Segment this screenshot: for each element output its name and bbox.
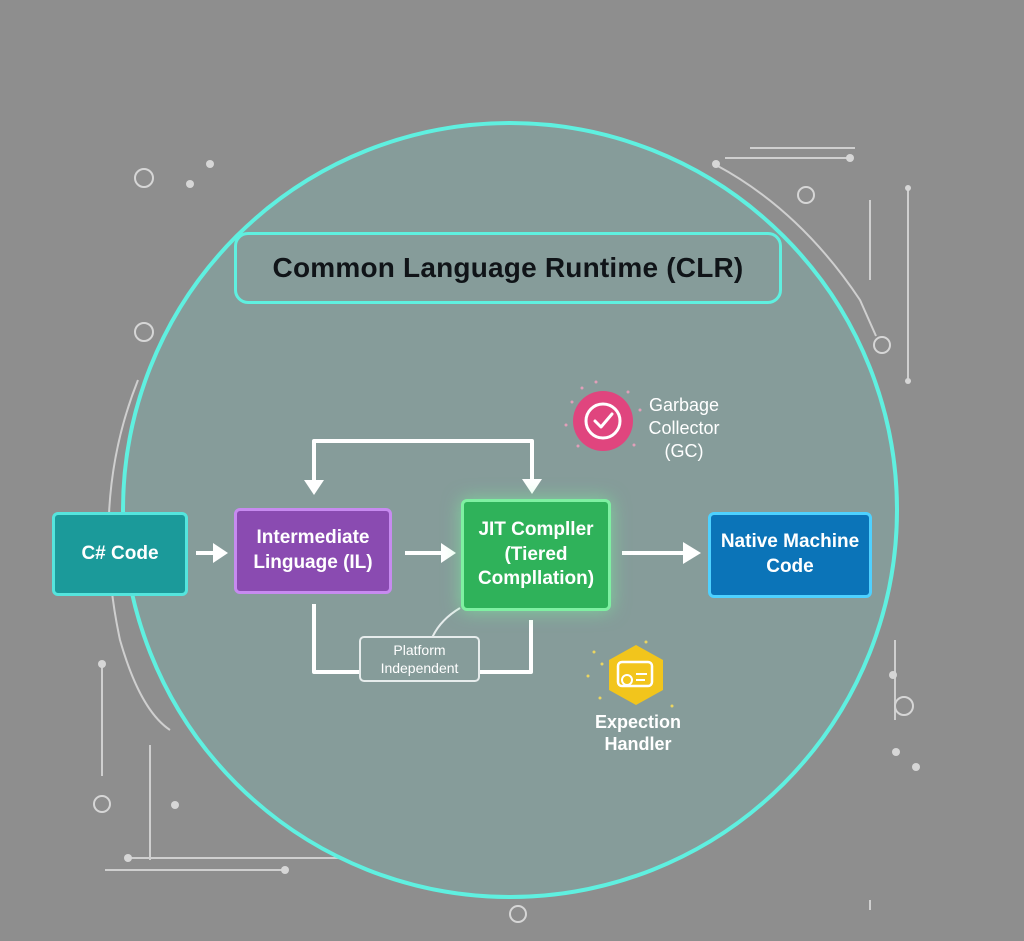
loop-top-connector <box>312 439 534 485</box>
loop-bottom-right-connector <box>480 620 533 674</box>
platform-independent-callout: Platform Independent <box>359 636 480 682</box>
intermediate-language-label: Intermediate Linguage (IL) <box>253 527 373 573</box>
garbage-collector-label: Garbage Collector (GC) <box>648 395 720 461</box>
clr-title-text: Common Language Runtime (CLR) <box>272 252 744 283</box>
platform-independent-text: Platform Independent <box>380 641 459 676</box>
jit-compiler-node: JIT Compller (Tiered Compllation) <box>461 499 611 611</box>
flow-connectors <box>196 439 685 674</box>
csharp-code-label: C# Code <box>81 542 159 564</box>
gc-icon <box>564 380 642 451</box>
arrow-heads <box>213 479 701 564</box>
native-machine-code-node: Native Machine Code <box>708 512 872 598</box>
il-to-jit-arrowhead <box>441 543 456 563</box>
jit-compiler-label: JIT Compller (Tiered Compllation) <box>477 518 595 590</box>
intermediate-language-node: Intermediate Linguage (IL) <box>234 508 392 594</box>
exception-handler-label: Expection Handler <box>594 712 682 754</box>
cs-to-il-arrowhead <box>213 543 228 563</box>
circuit-nodes <box>93 168 914 923</box>
loop-top-left-arrowhead <box>304 480 324 495</box>
callout-pointer <box>431 607 461 639</box>
jit-to-native-arrowhead <box>683 542 701 564</box>
exception-handler-icon <box>586 640 674 708</box>
loop-bottom-left-connector <box>312 604 359 674</box>
loop-top-right-arrowhead <box>522 479 542 494</box>
native-machine-code-label: Native Machine Code <box>720 531 860 577</box>
clr-title: Common Language Runtime (CLR) <box>234 232 782 304</box>
circuit-dots <box>98 154 920 874</box>
csharp-code-node: C# Code <box>52 512 188 596</box>
